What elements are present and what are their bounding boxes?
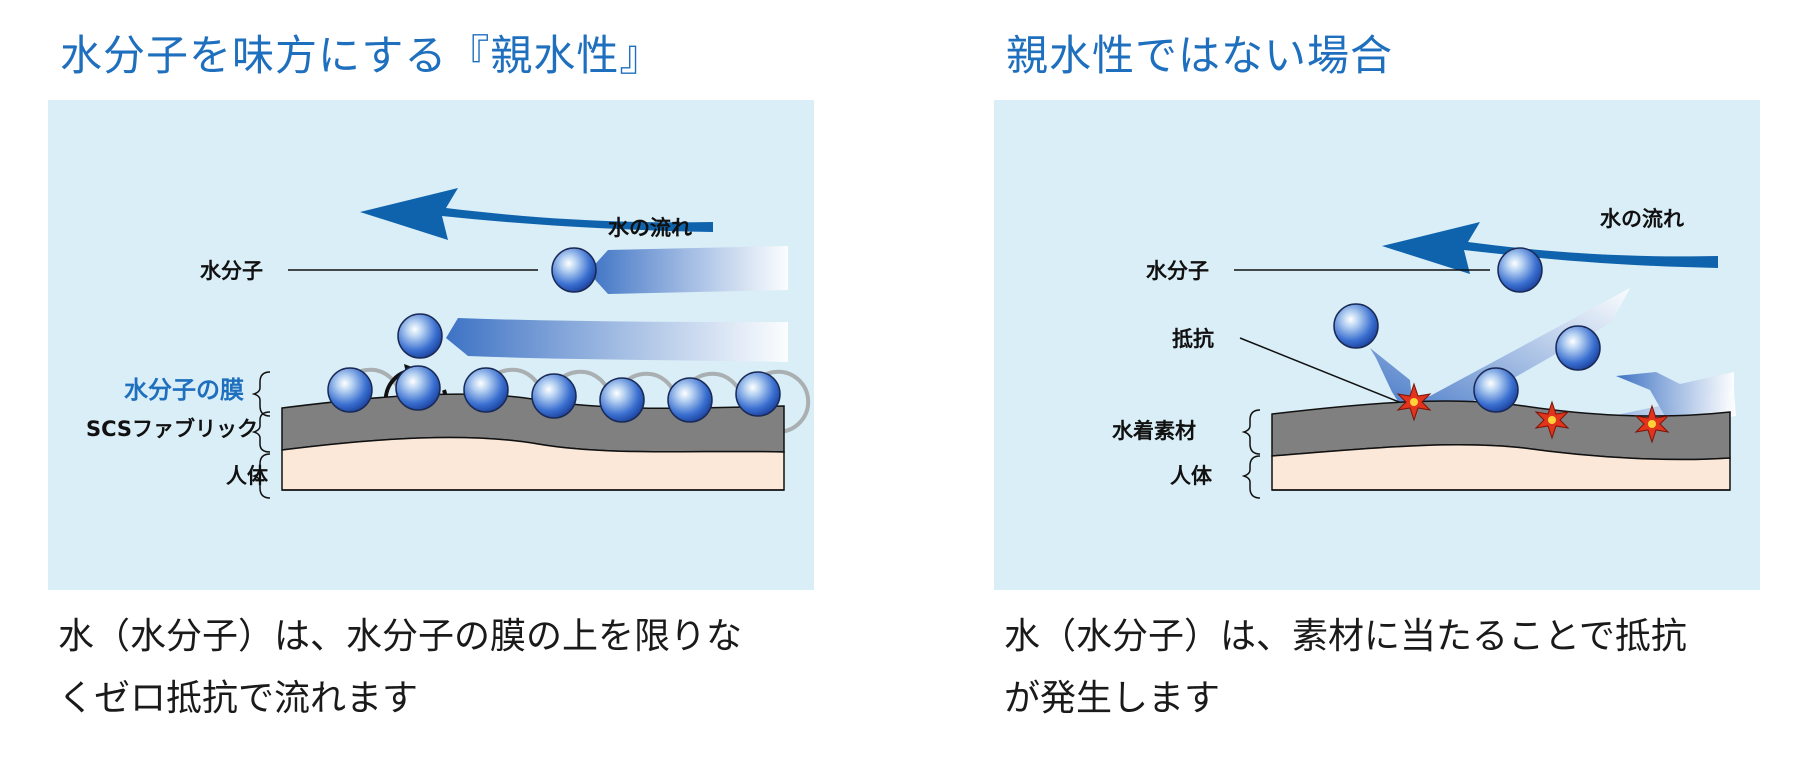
right-caption-line2: が発生します — [1004, 668, 1784, 730]
swimsuit-label: 水着素材 — [1112, 419, 1196, 443]
left-caption-line1: 水（水分子）は、水分子の膜の上を限りな — [58, 606, 838, 668]
molecule-label: 水分子 — [1146, 259, 1209, 283]
water-molecule — [464, 368, 508, 412]
water-molecule — [600, 378, 644, 422]
right-title: 親水性ではない場合 — [1006, 22, 1393, 83]
molecule-trail-middle — [446, 318, 788, 362]
body-label: 人体 — [226, 464, 269, 488]
resistance-label: 抵抗 — [1172, 327, 1214, 351]
water-molecule — [328, 368, 372, 412]
film-label: 水分子の膜 — [124, 376, 244, 404]
water-molecule — [668, 378, 712, 422]
left-caption: 水（水分子）は、水分子の膜の上を限りな くゼロ抵抗で流れます — [58, 606, 838, 730]
water-molecule — [1334, 304, 1378, 348]
left-diagram-panel: 水の流れ 水分子 — [48, 100, 814, 590]
water-molecule — [532, 374, 576, 418]
body-label: 人体 — [1170, 464, 1213, 488]
water-molecule — [398, 314, 442, 358]
water-molecule — [396, 366, 440, 410]
fabric-label: SCSファブリック — [86, 417, 258, 441]
water-molecule — [1556, 326, 1600, 370]
right-caption-line1: 水（水分子）は、素材に当たることで抵抗 — [1004, 606, 1784, 668]
left-caption-line2: くゼロ抵抗で流れます — [58, 668, 838, 730]
non-hydrophilic-diagram: 水の流れ 水分子 抵抗 — [994, 100, 1760, 590]
right-diagram-panel: 水の流れ 水分子 抵抗 — [994, 100, 1760, 590]
water-molecule — [736, 372, 780, 416]
molecule-label: 水分子 — [200, 259, 263, 283]
water-molecule — [1498, 248, 1542, 292]
molecule-trail-top — [588, 246, 788, 294]
right-caption: 水（水分子）は、素材に当たることで抵抗 が発生します — [1004, 606, 1784, 730]
flow-label: 水の流れ — [608, 216, 692, 240]
hydrophilic-diagram: 水の流れ 水分子 — [48, 100, 814, 590]
bounce-trail — [1616, 372, 1734, 418]
flow-label: 水の流れ — [1600, 207, 1684, 231]
water-molecule — [1474, 368, 1518, 412]
water-molecule — [552, 248, 596, 292]
left-title: 水分子を味方にする『親水性』 — [60, 22, 662, 83]
